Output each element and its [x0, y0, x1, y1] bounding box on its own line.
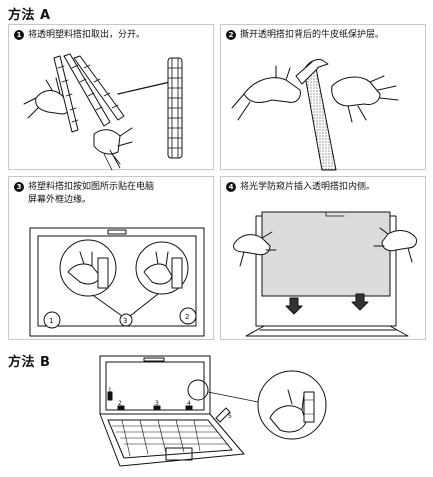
- step-4-number-badge: 4: [226, 182, 236, 192]
- step-2-text: 撕开透明搭扣背后的牛皮纸保护层。: [240, 30, 385, 40]
- method-b-marker-2: 2: [118, 400, 122, 407]
- step-2-caption: 2 撕开透明搭扣背后的牛皮纸保护层。: [226, 29, 384, 42]
- method-b-marker-4: 4: [187, 400, 191, 407]
- step-4-caption: 4 将光学防窥片插入透明搭扣内侧。: [226, 181, 375, 194]
- method-b-marker-3: 3: [155, 400, 159, 407]
- step-3-marker-1: 1: [49, 317, 53, 325]
- step-4-text: 将光学防窥片插入透明搭扣内侧。: [240, 182, 376, 192]
- step-3-panel: [8, 176, 214, 340]
- step-3-number-badge: 3: [14, 182, 24, 192]
- step-3-text: 将塑料搭扣按如图所示贴在电脑 屏幕外框边缘。: [28, 182, 155, 205]
- step-2-number-badge: 2: [226, 30, 236, 40]
- step-1-number-badge: 1: [14, 30, 24, 40]
- step-1-text: 将透明塑料搭扣取出，分开。: [28, 30, 146, 40]
- step-3-marker-2: 2: [185, 313, 189, 321]
- step-4-panel: [220, 176, 426, 340]
- step-3-illustration: 1 3 2: [29, 227, 205, 337]
- step-1-illustration: [23, 53, 183, 171]
- step-1-caption: 1 将透明塑料搭扣取出，分开。: [14, 29, 145, 42]
- step-2-illustration: [231, 59, 399, 171]
- method-b-marker-5: 5: [228, 413, 232, 420]
- method-b-marker-1: 1: [108, 387, 112, 394]
- method-a-title: 方法 A: [8, 8, 51, 23]
- step-3-marker-3: 3: [123, 317, 127, 325]
- step-4-illustration: [233, 211, 417, 337]
- step-1-panel: [8, 24, 214, 170]
- step-3-caption: 3 将塑料搭扣按如图所示贴在电脑 屏幕外框边缘。: [14, 181, 154, 207]
- method-b-title: 方法 B: [8, 355, 51, 370]
